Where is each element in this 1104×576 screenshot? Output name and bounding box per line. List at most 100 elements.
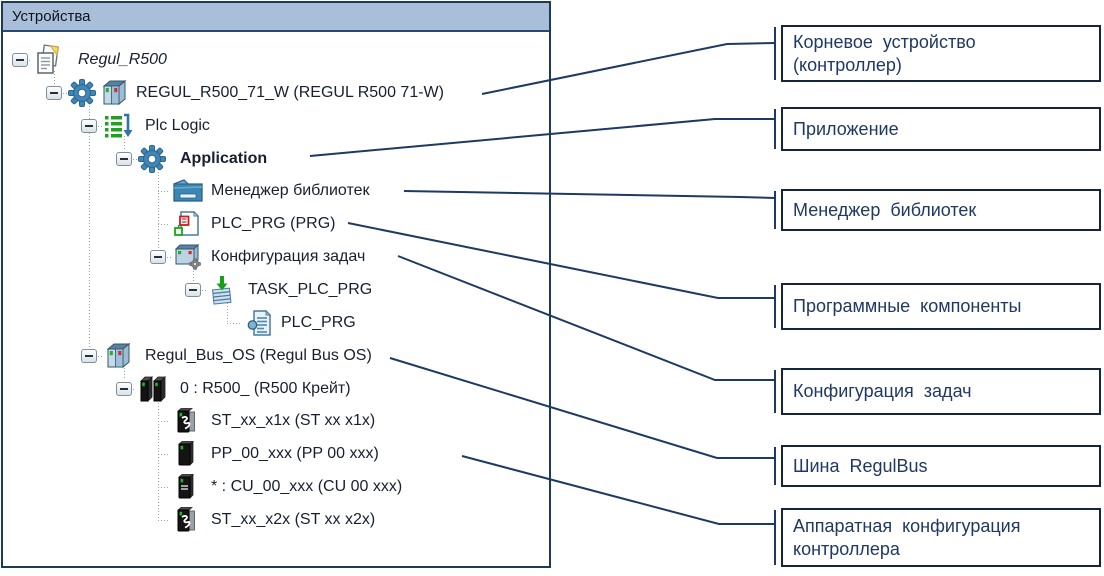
tree-item-label: * : CU_00_xxx (CU 00 xxx): [211, 478, 403, 495]
minus-glyph: [85, 124, 93, 128]
tree-connector-line: [158, 487, 170, 488]
tree-item-label: 0 : R500_ (R500 Крейт): [180, 380, 351, 397]
tree-item-label: TASK_PLC_PRG: [248, 281, 373, 298]
tree-connector-line: [158, 520, 170, 521]
tree-item-plc-logic[interactable]: Plc Logic: [3, 110, 549, 142]
tree-item-label: PP_00_xxx (PP 00 xxx): [211, 445, 379, 462]
tree-item-label: PLC_PRG (PRG): [211, 215, 336, 232]
module-cu-icon: [172, 472, 202, 502]
minus-glyph: [120, 157, 128, 161]
tree-connector-line: [89, 103, 90, 347]
callout-label: Программные компоненты: [793, 296, 1022, 316]
callout-box-конфигурация-задач: Конфигурация задач: [781, 368, 1101, 415]
panel-title: Устройства: [12, 8, 91, 25]
module-pp-icon: [172, 439, 202, 469]
plc-logic-icon: [102, 111, 133, 141]
tree-connector-line: [133, 389, 136, 390]
tree-connector-line: [133, 159, 137, 160]
program-call-icon: [244, 308, 274, 338]
callout-label: Корневое устройство: [793, 31, 976, 52]
callout-box-корневое-устройство-контроллер: Корневое устройство(контроллер): [781, 25, 1101, 82]
tree-connector-line: [124, 136, 125, 150]
minus-glyph: [50, 91, 58, 95]
tree-item-0-r500-r500-крейт[interactable]: 0 : R500_ (R500 Крейт): [3, 373, 549, 405]
callout-box-программные-компоненты: Программные компоненты: [781, 283, 1101, 330]
tree-connector-line: [98, 356, 102, 357]
module-st-icon: [172, 505, 202, 535]
callout-label: Менеджер библиотек: [793, 199, 977, 220]
tree-connector-line: [124, 365, 125, 379]
project-icon: [32, 44, 66, 76]
expander-minus-icon[interactable]: [150, 250, 166, 264]
library-manager-icon: [172, 177, 204, 205]
tree-item-st-xx-x2x-st-xx-x2x[interactable]: ST_xx_x2x (ST xx x2x): [3, 504, 549, 536]
task-configuration-icon: [172, 242, 204, 272]
expander-minus-icon[interactable]: [46, 86, 62, 100]
expander-minus-icon[interactable]: [185, 283, 201, 297]
minus-glyph: [16, 58, 24, 62]
tree-item-label: REGUL_R500_71_W (REGUL R500 71-W): [136, 84, 444, 101]
tree-item-task-plc-prg[interactable]: TASK_PLC_PRG: [3, 274, 549, 306]
module-st-icon: [172, 406, 202, 436]
tree-connector-line: [158, 397, 159, 520]
tree-item-regul-r500[interactable]: Regul_R500: [3, 44, 549, 76]
tree-item-plc-prg-prg[interactable]: PLC_PRG (PRG): [3, 208, 549, 240]
minus-glyph: [154, 255, 162, 259]
tree-connector-line: [29, 60, 32, 61]
plc-device-icon: [98, 78, 128, 108]
tree-connector-line: [63, 93, 67, 94]
tree-connector-line: [158, 191, 170, 192]
expander-minus-icon[interactable]: [12, 53, 28, 67]
tree-item-label: ST_xx_x1x (ST xx x1x): [211, 412, 376, 429]
tree-item-label: ST_xx_x2x (ST xx x2x): [211, 511, 376, 528]
rack-icon: [137, 373, 171, 405]
tree-connector-line: [167, 257, 171, 258]
callout-label: Аппаратная конфигурация: [793, 515, 1021, 536]
callout-label: Шина RegulBus: [793, 455, 928, 476]
tree-item-plc-prg[interactable]: PLC_PRG: [3, 307, 549, 339]
minus-glyph: [189, 288, 197, 292]
tree-item-label: Менеджер библиотек: [211, 182, 370, 199]
tree-connector-line: [98, 126, 102, 127]
tree-connector-line: [227, 323, 242, 324]
tree-connector-line: [193, 268, 194, 281]
expander-minus-icon[interactable]: [81, 119, 97, 133]
bus-device-icon: [102, 341, 132, 371]
tree-item-pp-00-xxx-pp-00-xxx[interactable]: PP_00_xxx (PP 00 xxx): [3, 438, 549, 470]
tree-item-st-xx-x1x-st-xx-x1x[interactable]: ST_xx_x1x (ST xx x1x): [3, 405, 549, 437]
pou-icon: [172, 209, 202, 239]
tree-item-label: Конфигурация задач: [211, 248, 366, 265]
callout-box-шина-regulbus: Шина RegulBus: [781, 445, 1101, 487]
tree-item-менеджер-библиотек[interactable]: Менеджер библиотек: [3, 175, 549, 207]
tree-item-label: Regul_R500: [78, 51, 167, 68]
panel-header: Устройства: [3, 3, 549, 32]
tree-item-regul-bus-os-regul-bus-os[interactable]: Regul_Bus_OS (Regul Bus OS): [3, 340, 549, 372]
expander-minus-icon[interactable]: [116, 152, 132, 166]
expander-minus-icon[interactable]: [116, 382, 132, 396]
task-icon: [207, 274, 237, 306]
callout-box-менеджер-библиотек: Менеджер библиотек: [781, 189, 1101, 231]
tree-item-label: Plc Logic: [145, 117, 210, 134]
minus-glyph: [120, 387, 128, 391]
tree-item-application[interactable]: Application: [3, 143, 549, 175]
tree-item-label: PLC_PRG: [281, 314, 356, 331]
tree-connector-line: [158, 224, 170, 225]
tree-item-конфигурация-задач[interactable]: Конфигурация задач: [3, 241, 549, 273]
tree-item-cu-00-xxx-cu-00-xxx[interactable]: * : CU_00_xxx (CU 00 xxx): [3, 471, 549, 503]
tree-item-regul-r500-71-w-regul-r500-71-w[interactable]: REGUL_R500_71_W (REGUL R500 71-W): [3, 77, 549, 109]
gear-icon: [137, 144, 167, 174]
tree-connector-line: [54, 71, 55, 85]
tree-item-label: Regul_Bus_OS (Regul Bus OS): [145, 347, 372, 364]
callout-label: Конфигурация задач: [793, 381, 972, 401]
tree-connector-line: [158, 421, 170, 422]
callout-label: (контроллер): [793, 54, 902, 75]
gear-icon: [67, 78, 97, 108]
tree-item-label: Application: [180, 150, 268, 167]
callout-label: контроллера: [793, 538, 900, 559]
expander-minus-icon[interactable]: [81, 349, 97, 363]
callout-box-приложение: Приложение: [781, 107, 1101, 151]
tree-connector-line: [202, 290, 206, 291]
tree-connector-line: [227, 300, 228, 323]
